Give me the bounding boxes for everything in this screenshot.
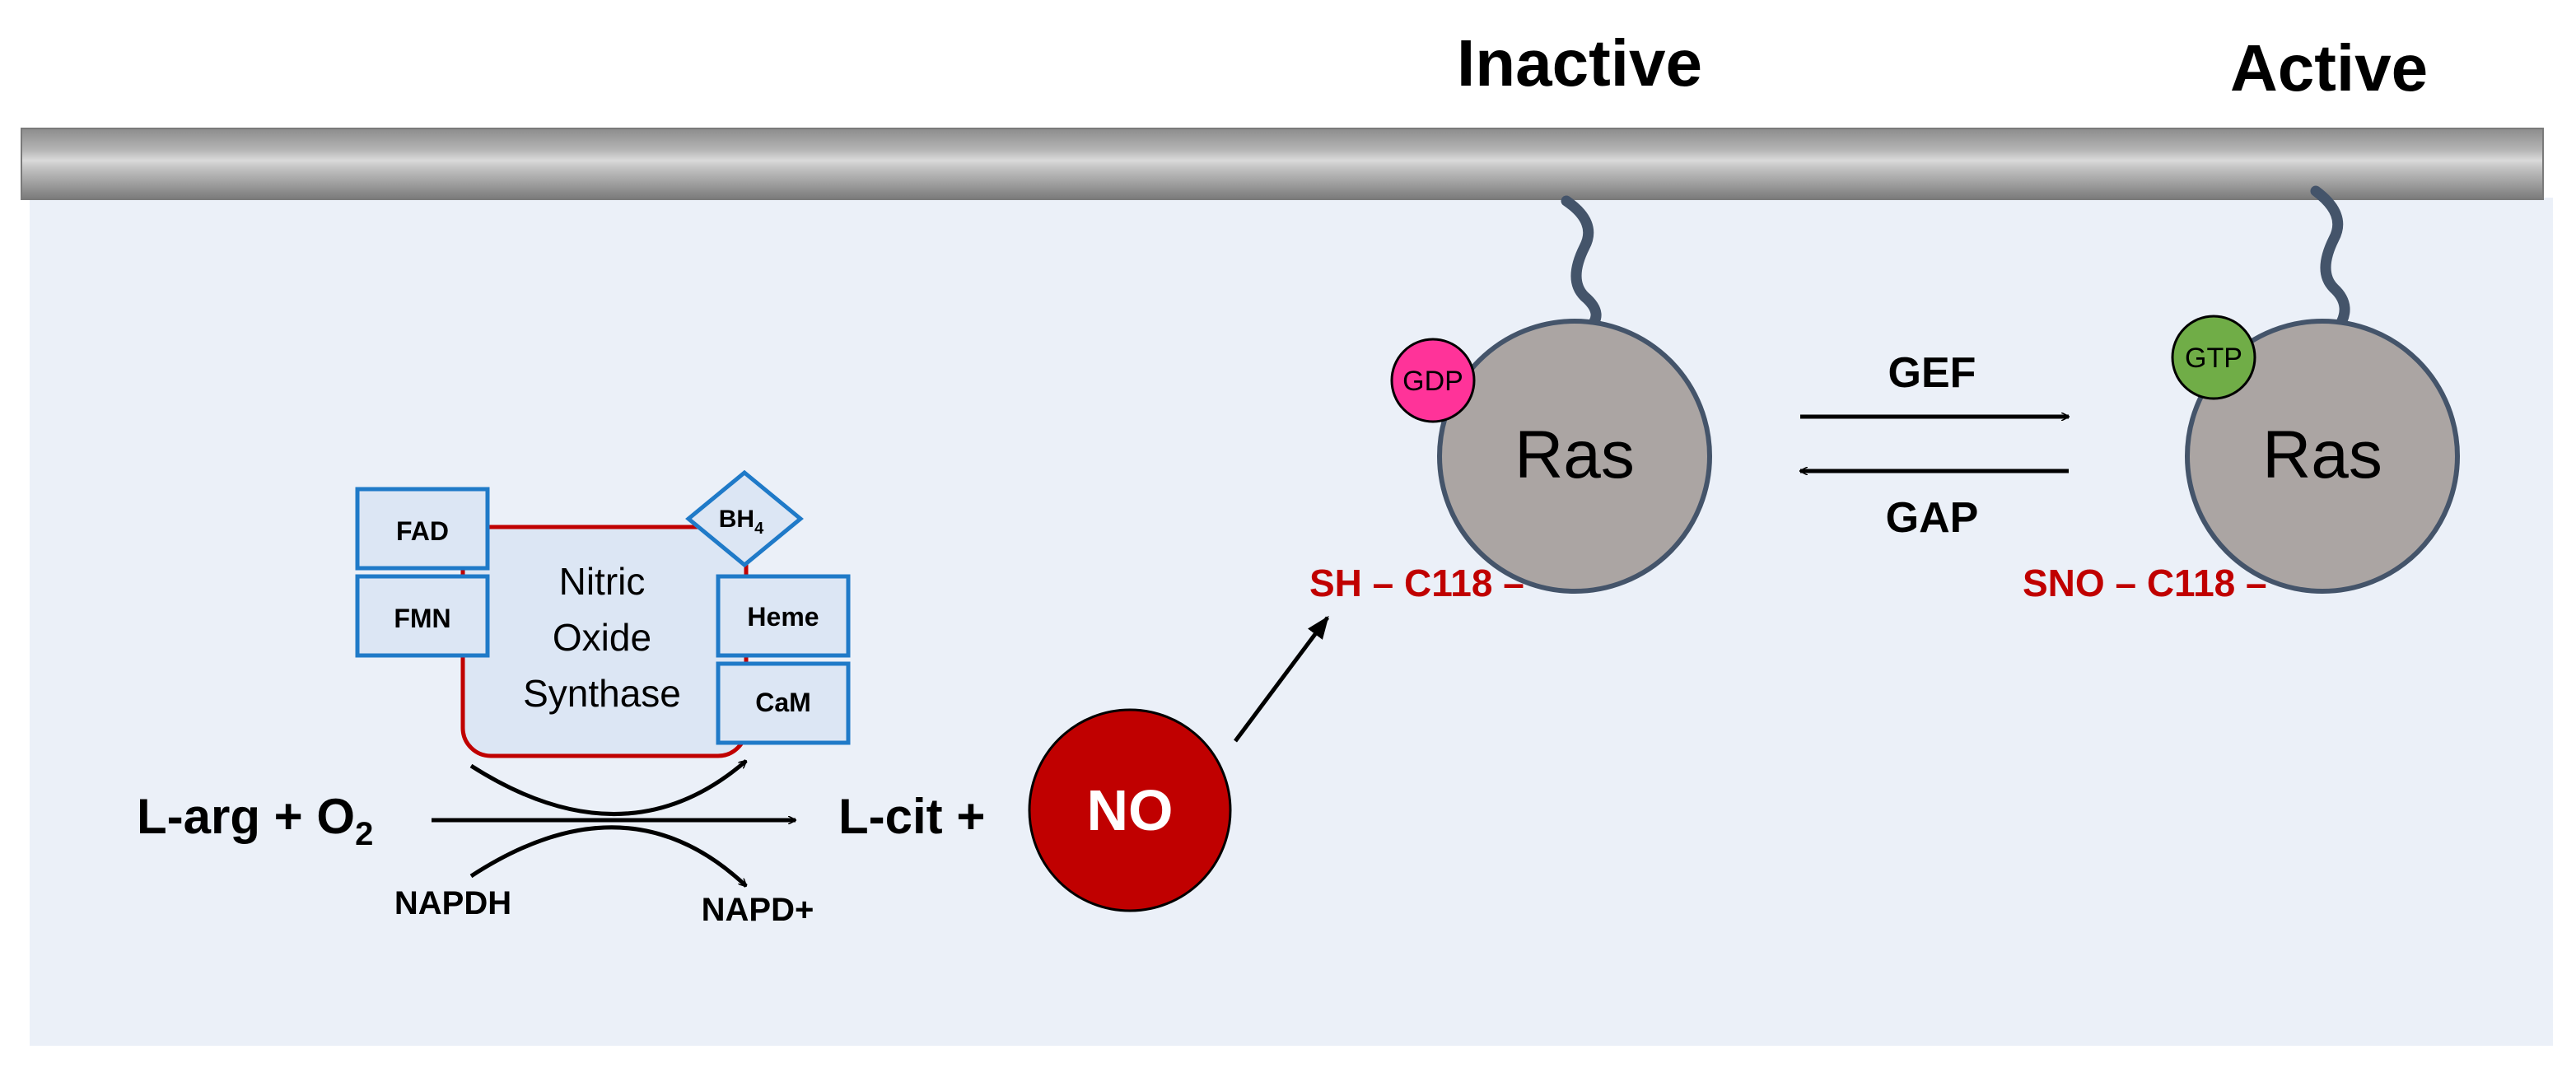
bh4-cofactor: BH4 [685,469,804,568]
no-label: NO [1087,778,1174,842]
bh4-subscript: 4 [754,520,764,538]
nos-title-line1: Nitric [559,560,646,603]
ras-active: Ras GTP [2171,185,2460,594]
substrate-text: L-arg + O [137,789,355,844]
gtp-nucleotide [2171,315,2256,400]
bh4-label: BH [719,506,754,533]
ras-inactive-body [1437,319,1712,594]
gtp-label: GTP [2185,343,2242,374]
svg-text:BH4: BH4 [719,506,764,538]
plasma-membrane [21,128,2544,200]
nitric-oxide-molecule: NO [1028,708,1232,912]
heme-cofactor: Heme [716,574,851,658]
nos-title-line2: Oxide [553,616,651,659]
cysteine-sh-label: SH – C118 – [1309,562,1524,604]
napdh-arrow [469,825,746,886]
product-label: L-cit + [838,789,985,844]
gef-label: GEF [1888,349,1976,397]
nos-redox-arrow [469,759,746,816]
heme-label: Heme [747,602,819,632]
ras-active-lipid-tail [2310,185,2350,335]
nos-title-line3: Synthase [523,672,681,715]
ras-active-body [2185,319,2460,594]
nitric-oxide-synthase: Nitric Oxide Synthase FAD FMN BH4 Heme C… [355,469,851,758]
ras-inactive: Ras GDP [1390,195,1712,594]
cam-cofactor: CaM [716,661,851,745]
gap-label: GAP [1886,494,1979,542]
ras-inactive-lipid-tail [1561,195,1602,335]
fmn-cofactor: FMN [355,574,490,658]
substrate-subscript: 2 [355,816,373,852]
ras-active-label: Ras [2262,417,2382,492]
fad-label: FAD [396,516,449,546]
cam-label: CaM [755,688,811,717]
inactive-heading: Inactive [1457,26,1702,100]
gdp-nucleotide [1390,338,1476,423]
active-heading: Active [2230,31,2428,105]
fmn-label: FMN [394,604,450,633]
gdp-label: GDP [1402,366,1463,397]
cysteine-sno-label: SNO – C118 – [2023,562,2267,604]
napdh-label: NAPDH [394,885,511,921]
ras-inactive-label: Ras [1514,417,1635,492]
napd-plus-label: NAPD+ [702,892,814,928]
nitrosylation-arrow [1233,615,1330,743]
substrate-label: L-arg + O2 [137,789,373,852]
fad-cofactor: FAD [355,487,490,571]
